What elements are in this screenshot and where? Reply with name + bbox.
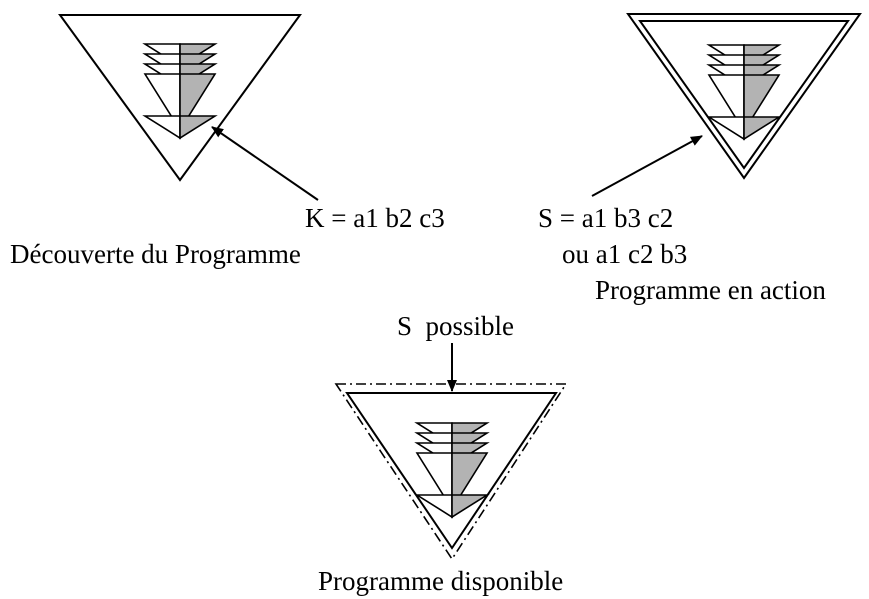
caption-programme-in-action: Programme en action (595, 275, 826, 305)
caption-programme-discovery: Découverte du Programme (10, 239, 301, 269)
pointer-arrow (211, 126, 319, 201)
formula-label-action-alt: ou a1 c2 b3 (562, 239, 688, 269)
figure-programme-available (334, 343, 568, 561)
formula-label-available: S possible (397, 311, 515, 341)
figure-programme-in-action (591, 13, 862, 197)
formula-label-action: S = a1 b3 c2 (538, 203, 674, 233)
caption-programme-available: Programme disponible (318, 566, 564, 596)
figure-programme-discovery (58, 14, 319, 201)
formula-label-discovery: K = a1 b2 c3 (305, 203, 445, 233)
pointer-arrow (591, 135, 703, 197)
